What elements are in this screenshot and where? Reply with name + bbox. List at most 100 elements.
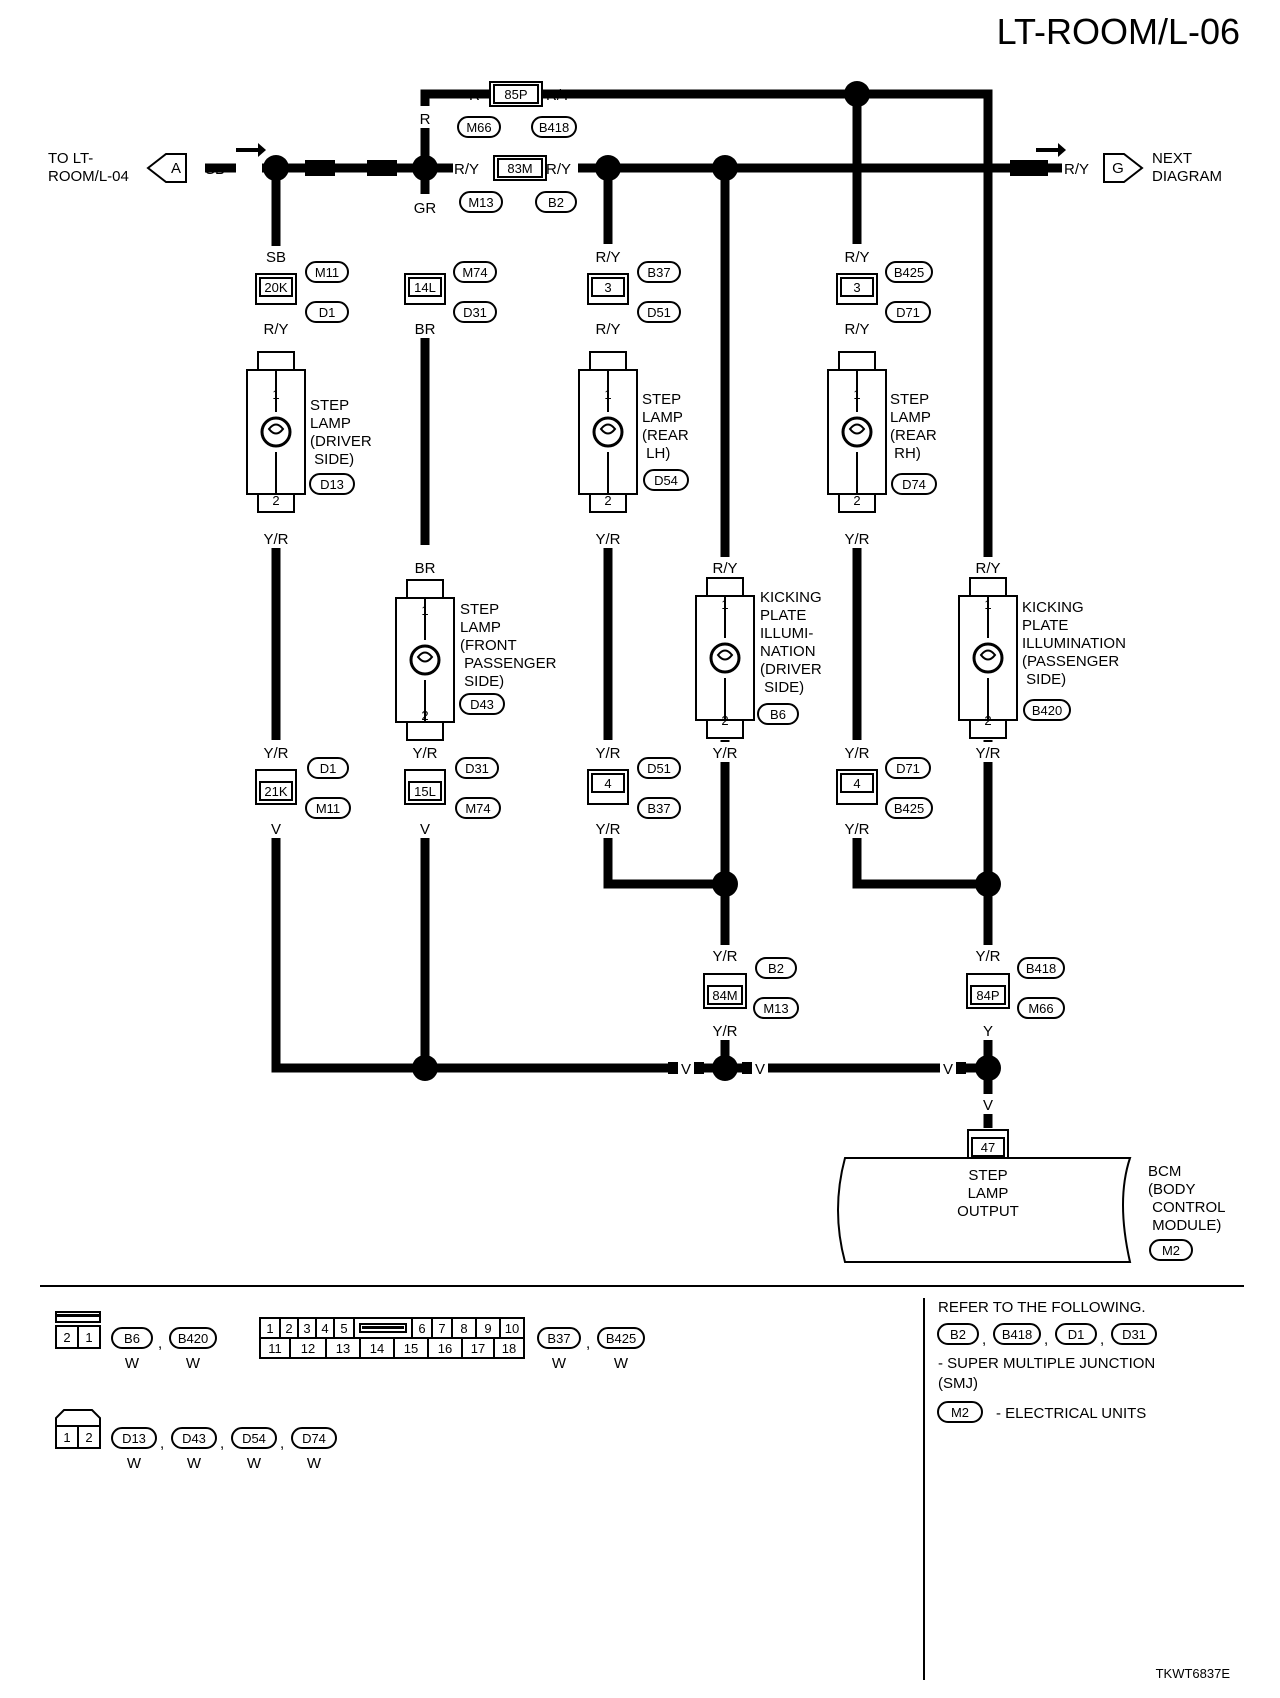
ref-badge: D43 [171,1427,217,1449]
ref-text: B6 [124,1331,140,1346]
wire-label: R/Y [1064,161,1089,178]
pin-number: 12 [301,1341,315,1356]
ref-badge: D71 [885,757,931,779]
wire-label: V [983,1097,993,1114]
ref-text: B418 [1002,1327,1032,1342]
ref-text: D51 [647,305,671,320]
ref-badge: D54 [231,1427,277,1449]
splice-node [712,871,738,897]
ref-badge: M11 [305,261,349,283]
pin-number: 14 [370,1341,384,1356]
ref-badge: B418 [531,116,577,138]
refer-text: - ELECTRICAL UNITS [996,1405,1146,1422]
wire-label: V [420,821,430,838]
ref-badge: B425 [885,797,933,819]
ref-text: D71 [896,761,920,776]
ref-text: B37 [547,1331,570,1346]
connector-47: 47 [967,1129,1009,1159]
offpage-text: DIAGRAM [1152,168,1222,185]
splice-node [263,155,289,181]
pin-number: 1 [421,603,428,618]
wire-label: V [755,1061,765,1078]
ref-text: B425 [606,1331,636,1346]
refer-section: REFER TO THE FOLLOWING. B2 , B418 , D1 ,… [937,1299,1157,1423]
ref-text: B6 [770,707,786,722]
offpage-text: TO LT- [48,150,93,167]
connector-face-2pin-tab: 1 2 D13 , D43 , D54 , D74 W W W W [55,1409,337,1472]
ref-text: B420 [1032,703,1062,718]
ref-badge: M2 [937,1401,983,1423]
ref-text: M66 [1028,1001,1053,1016]
connector-id: 4 [604,776,611,791]
step-lamp-rear-lh: 1 2 STEP LAMP (REAR LH) [577,350,689,514]
offpage-letter: A [171,160,181,177]
bcm-name: BCM [1148,1163,1181,1180]
splice-node [975,1055,1001,1081]
connector-id: 14L [414,280,436,295]
wire-label: Y/R [595,745,620,762]
component-label: KICKING [760,589,822,606]
pin-number: 16 [438,1341,452,1356]
separator: , [982,1331,986,1348]
wire-label: R/Y [263,321,288,338]
ref-text: M66 [466,120,491,135]
ref-text: B2 [950,1327,966,1342]
component-label: STEP [460,601,499,618]
ref-badge: B2 [535,191,577,213]
connector-color: W [187,1455,202,1472]
ref-badge: D31 [455,757,499,779]
splice-node [595,155,621,181]
pin-number: 3 [303,1321,310,1336]
refer-heading: REFER TO THE FOLLOWING. [938,1299,1146,1316]
wire-label: Y/R [712,948,737,965]
pin-number: 2 [285,1321,292,1336]
ref-badge: D13 [309,473,355,495]
wire-label: Y [983,1023,993,1040]
ref-text: B425 [894,801,924,816]
connector-refs: M66 B418 M13 B2 M11 D1 M74 D31 B37 D51 B… [305,116,1071,1019]
ref-badge: B418 [993,1323,1041,1345]
ref-badge: D13 [111,1427,157,1449]
kicking-plate-illumination-passenger-side: 1 2 KICKING PLATE ILLUMINATION (PASSENGE… [957,576,1126,740]
ref-badge: M74 [455,797,501,819]
ref-badge: D31 [1111,1323,1157,1345]
ref-badge: B420 [169,1327,217,1349]
pin-number: 18 [502,1341,516,1356]
kicking-plate-illumination-driver-side: 1 2 KICKING PLATE ILLUMI- NATION (DRIVER… [694,576,822,740]
connector-id: 84P [976,988,999,1003]
pin-number: 4 [321,1321,328,1336]
legend-connectors: 2 1 B6 , B420 W W [55,1311,645,1472]
offpage-text: ROOM/L-04 [48,168,129,185]
pin-number: 11 [268,1341,282,1356]
connector-84p: 84P [966,973,1010,1009]
connector-85p: 85P [489,81,543,107]
ref-text: D31 [463,305,487,320]
pin-number: 10 [505,1321,519,1336]
wire-label: R/Y [454,161,479,178]
wire-label: V [681,1061,691,1078]
separator: , [1044,1331,1048,1348]
connector-color: W [247,1455,262,1472]
connector-color: W [125,1355,140,1372]
separator: , [220,1435,224,1452]
ref-text: D71 [896,305,920,320]
ref-text: D1 [320,761,337,776]
wire-label: R/Y [595,321,620,338]
component-label: LAMP [460,619,501,636]
ref-badge: D1 [305,301,349,323]
connector-id: 15L [414,784,436,799]
ref-text: B418 [1026,961,1056,976]
component-label: (REAR [642,427,689,444]
component-label: LAMP [642,409,683,426]
ref-badge: D74 [291,1427,337,1449]
ref-badge: D31 [453,301,497,323]
refer-text: - SUPER MULTIPLE JUNCTION [938,1355,1155,1372]
wire-v-bottom-bus [271,838,1000,1073]
connector-face-18pin: 1 2 3 4 5 6 7 8 9 10 11 12 13 14 15 16 1… [259,1317,645,1372]
wire-label: Y/R [412,745,437,762]
lamp-bulb-icon [826,350,888,514]
step-lamp-rear-rh: 1 2 STEP LAMP (REAR RH) [826,350,937,514]
bcm-name: (BODY [1148,1181,1196,1198]
offpage-letter: G [1112,160,1124,177]
component-label: (FRONT [460,637,517,654]
